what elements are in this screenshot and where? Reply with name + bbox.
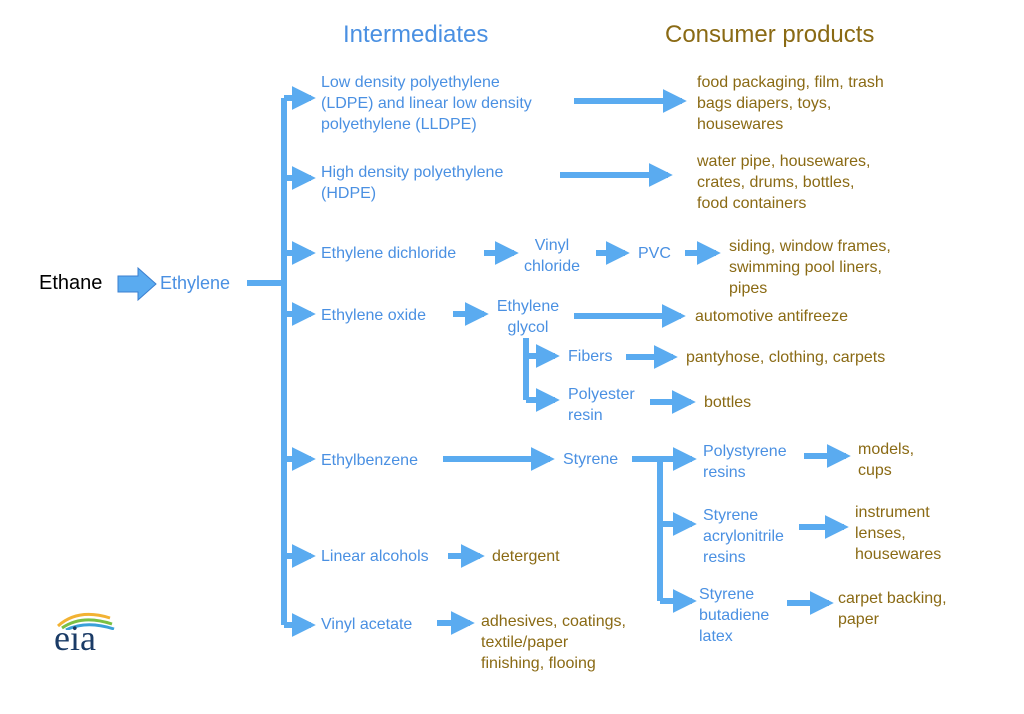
node-vinyl-chloride: Vinyl chloride — [523, 237, 581, 275]
ethane-to-ethylene-block-arrow — [117, 266, 157, 302]
products-hdpe: water pipe, housewares, crates, drums, b… — [697, 153, 871, 212]
node-ethylene-dichloride: Ethylene dichloride — [321, 245, 457, 262]
node-fibers: Fibers — [568, 348, 613, 365]
node-san-resins: Styrene acrylonitrile resins — [703, 507, 784, 566]
node-pvc: PVC — [638, 245, 671, 262]
products-san: instrument lenses, housewares — [855, 504, 942, 563]
node-ethylene-oxide: Ethylene oxide — [321, 307, 426, 324]
eia-logo: eia — [54, 608, 118, 658]
header-consumer-products: Consumer products — [665, 21, 875, 48]
products-pvc: siding, window frames, swimming pool lin… — [729, 238, 891, 297]
node-polystyrene-resins: Polystyrene resins — [703, 443, 787, 481]
products-ldpe: food packaging, film, trash bags diapers… — [697, 74, 884, 133]
products-vinyl-acetate: adhesives, coatings, textile/paper finis… — [481, 613, 626, 672]
eia-logo-text: eia — [54, 618, 96, 658]
node-vinyl-acetate: Vinyl acetate — [321, 616, 413, 633]
node-ethylene-glycol: Ethylene glycol — [496, 298, 560, 336]
node-hdpe: High density polyethylene (HDPE) — [321, 164, 504, 202]
products-detergent: detergent — [492, 548, 560, 565]
node-ethane: Ethane — [39, 272, 103, 294]
node-sb-latex: Styrene butadiene latex — [699, 586, 770, 645]
products-polyester: bottles — [704, 394, 752, 411]
eia-logo-swoosh-icon — [56, 612, 115, 630]
node-ldpe-lldpe: Low density polyethylene (LDPE) and line… — [321, 74, 532, 133]
node-ethylene: Ethylene — [160, 273, 231, 293]
products-sb-latex: carpet backing, paper — [838, 590, 947, 628]
node-ethylbenzene: Ethylbenzene — [321, 452, 418, 469]
node-styrene: Styrene — [563, 451, 619, 468]
products-fibers: pantyhose, clothing, carpets — [686, 349, 886, 366]
products-ethylene-glycol: automotive antifreeze — [695, 308, 848, 325]
products-polystyrene: models, cups — [858, 441, 915, 479]
node-polyester-resin: Polyester resin — [568, 386, 635, 424]
header-intermediates: Intermediates — [343, 21, 489, 48]
node-linear-alcohols: Linear alcohols — [321, 548, 429, 565]
